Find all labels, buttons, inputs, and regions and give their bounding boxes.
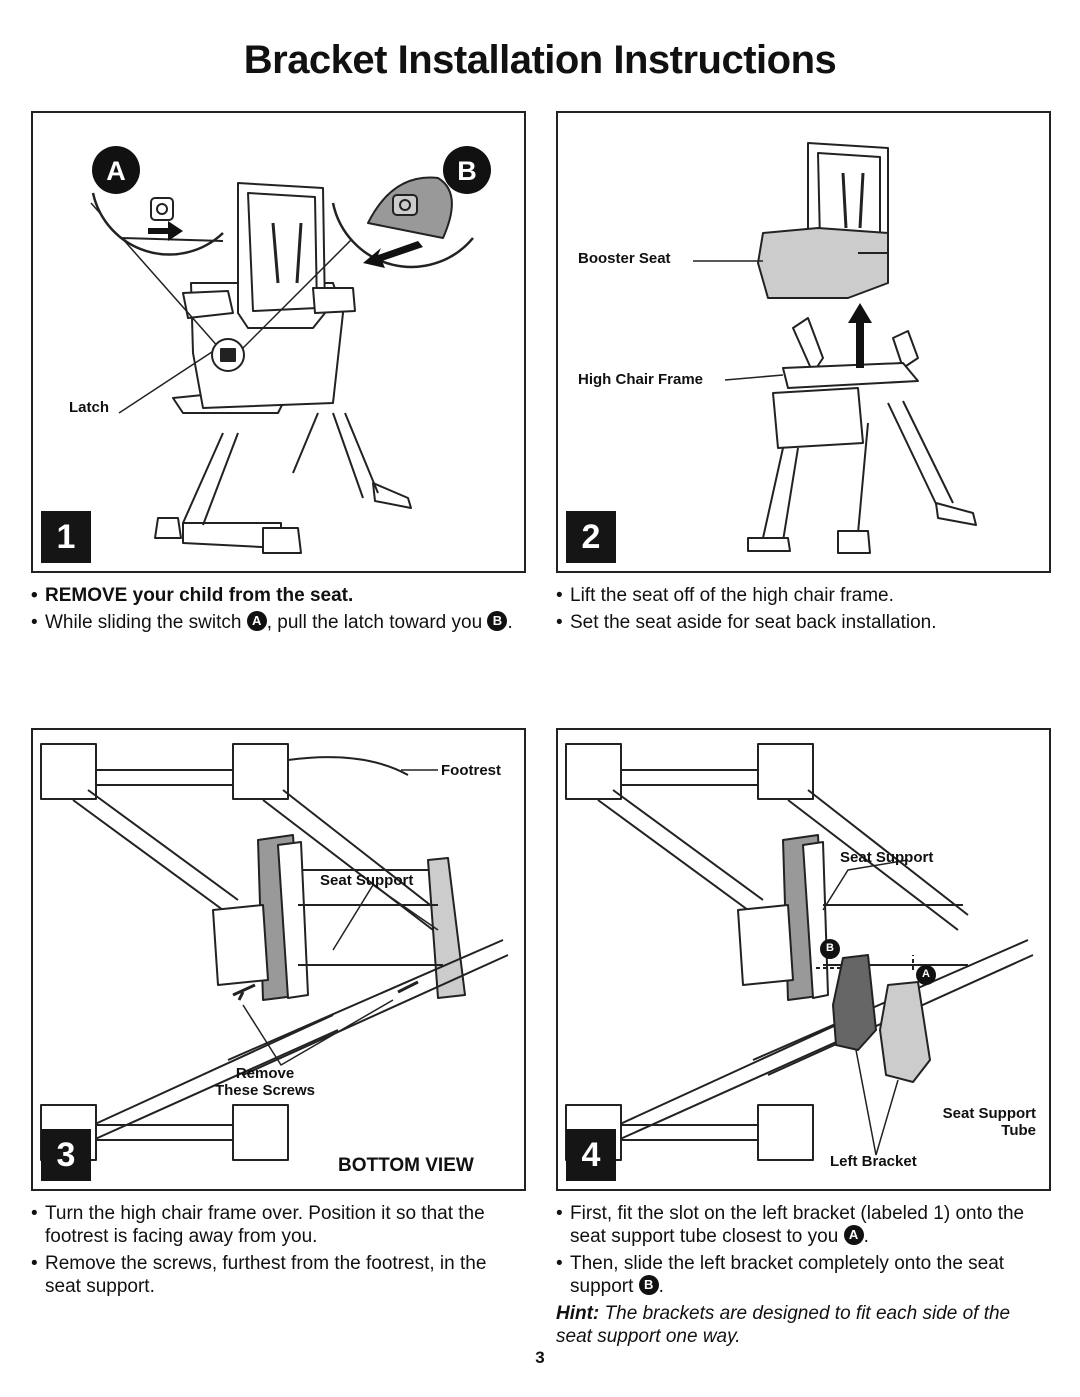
seat-support-tube-line-2: Tube [1001, 1122, 1036, 1139]
badge-a-icon: A [246, 610, 267, 631]
remove-screws-label: Remove These Screws [201, 1065, 329, 1099]
instruction-item: First, fit the slot on the left bracket … [556, 1202, 1047, 1248]
step-3-instructions: Turn the high chair frame over. Position… [31, 1202, 522, 1302]
seat-support-tube-label: Seat Support Tube [918, 1105, 1036, 1139]
instruction-text: First, fit the slot on the left bracket … [570, 1203, 1025, 1247]
step-number: 1 [41, 511, 91, 563]
instruction-text: . [658, 1276, 664, 1297]
booster-lift-drawing [693, 142, 977, 554]
instruction-text: . [863, 1226, 869, 1247]
instruction-text: . [507, 612, 513, 633]
instruction-text: While sliding the switch [45, 612, 247, 633]
step-2-instructions: Lift the seat off of the high chair fram… [556, 584, 1047, 638]
step-number: 4 [566, 1129, 616, 1181]
callout-b-badge: B [457, 156, 477, 186]
instruction-item: Remove the screws, furthest from the foo… [31, 1252, 522, 1298]
instruction-text: Then, slide the left bracket completely … [570, 1253, 1005, 1297]
hint-label: Hint: [556, 1303, 600, 1324]
left-bracket-label: Left Bracket [830, 1153, 917, 1170]
these-screws-label: These Screws [214, 1082, 316, 1099]
callout-a-badge: A [922, 968, 930, 980]
instruction-item: Set the seat aside for seat back install… [556, 611, 1047, 634]
step-3-illustration: Footrest Seat Support Remove These Screw… [31, 728, 526, 1191]
step-number: 2 [566, 511, 616, 563]
seat-support-label: Seat Support [320, 872, 414, 889]
instruction-item: REMOVE your child from the seat. [31, 584, 522, 607]
bottom-view-screws-drawing [40, 743, 509, 1161]
instruction-item: Turn the high chair frame over. Position… [31, 1202, 522, 1248]
page-title: Bracket Installation Instructions [243, 38, 837, 82]
instruction-item: While sliding the switch A, pull the lat… [31, 610, 522, 634]
instruction-text: , pull the latch toward you [266, 612, 488, 633]
seat-support-label: Seat Support [840, 849, 934, 866]
step-4-instructions: First, fit the slot on the left bracket … [556, 1202, 1047, 1348]
booster-seat-label: Booster Seat [578, 250, 671, 267]
latch-label: Latch [69, 399, 110, 416]
step-1-instructions: REMOVE your child from the seat. While s… [31, 584, 522, 638]
instruction-item: Then, slide the left bracket completely … [556, 1252, 1047, 1298]
instruction-item: Lift the seat off of the high chair fram… [556, 584, 1047, 607]
remove-label: Remove [235, 1065, 295, 1082]
hint-note: Hint: The brackets are designed to fit e… [556, 1302, 1047, 1348]
step-4-illustration: B A Seat Support Seat Support Tube Left … [556, 728, 1051, 1191]
hint-text: The brackets are designed to fit each si… [556, 1303, 1011, 1347]
step-2-illustration: Booster Seat High Chair Frame 2 [556, 111, 1051, 573]
step-1-illustration: A B Latch 1 [31, 111, 526, 573]
step-number: 3 [41, 1129, 91, 1181]
high-chair-frame-label: High Chair Frame [578, 371, 704, 388]
badge-b-icon: B [487, 610, 508, 631]
seat-support-tube-line-1: Seat Support [942, 1105, 1036, 1122]
callout-a-badge: A [106, 156, 126, 186]
footrest-label: Footrest [441, 762, 501, 779]
badge-a-icon: A [843, 1224, 864, 1245]
high-chair-latch-drawing [90, 146, 491, 554]
bottom-view-label: BOTTOM VIEW [338, 1155, 474, 1176]
page-number: 3 [535, 1348, 545, 1367]
badge-b-icon: B [638, 1274, 659, 1295]
callout-b-badge: B [826, 942, 834, 954]
